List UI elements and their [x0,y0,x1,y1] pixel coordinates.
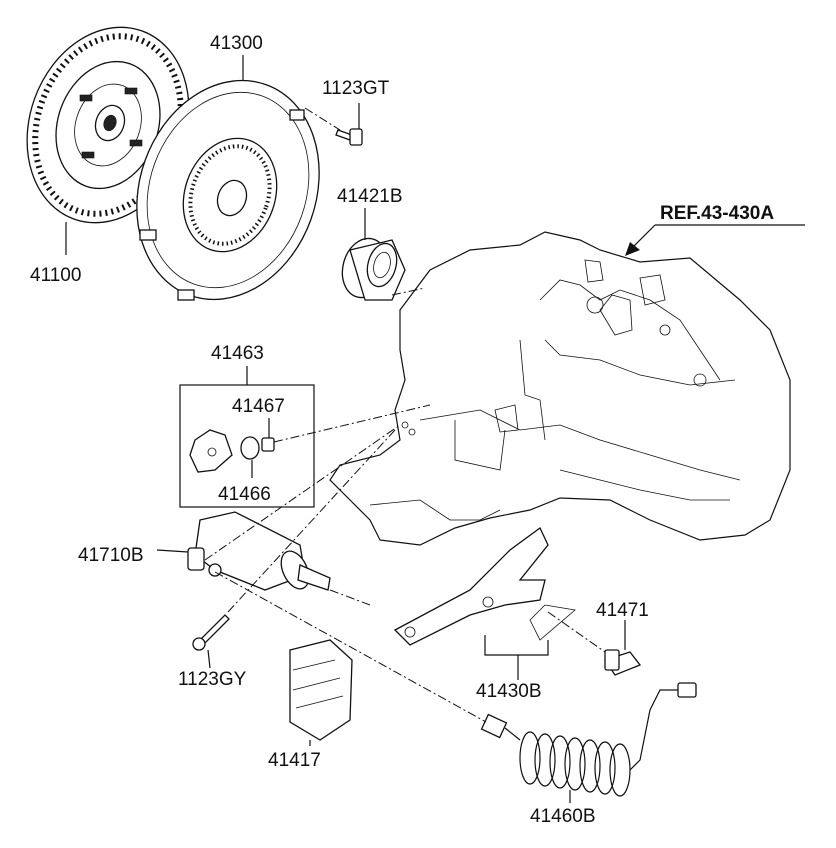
bolt-top [335,103,363,146]
release-bearing [341,208,406,301]
label-41460B: 41460B [530,806,596,827]
label-41300: 41300 [210,33,263,54]
ref-callout [625,224,805,256]
label-41100: 41100 [30,265,81,286]
pivot [603,620,642,676]
slave-cylinder [156,511,331,591]
transmission-housing [329,231,791,546]
label-41417: 41417 [268,750,321,771]
label-41710B: 41710B [78,545,144,566]
label-41466: 41466 [218,484,271,505]
label-41467: 41467 [232,396,285,417]
label-41463: 41463 [211,343,264,364]
label-41471: 41471 [596,600,649,621]
label-41430B: 41430B [476,681,542,702]
label-41421B: 41421B [337,186,403,207]
clutch-hose [480,682,697,803]
label-1123GT: 1123GT [322,78,390,99]
bracket-kit [179,366,315,508]
label-ref: REF.43-430A [660,203,774,224]
release-fork [393,527,576,680]
assembly-lines [204,107,606,723]
label-leaders [65,55,244,255]
label-1123GY: 1123GY [178,669,247,690]
bolt-bottom [192,614,230,669]
clutch-cover [136,79,320,301]
boot [289,639,353,746]
